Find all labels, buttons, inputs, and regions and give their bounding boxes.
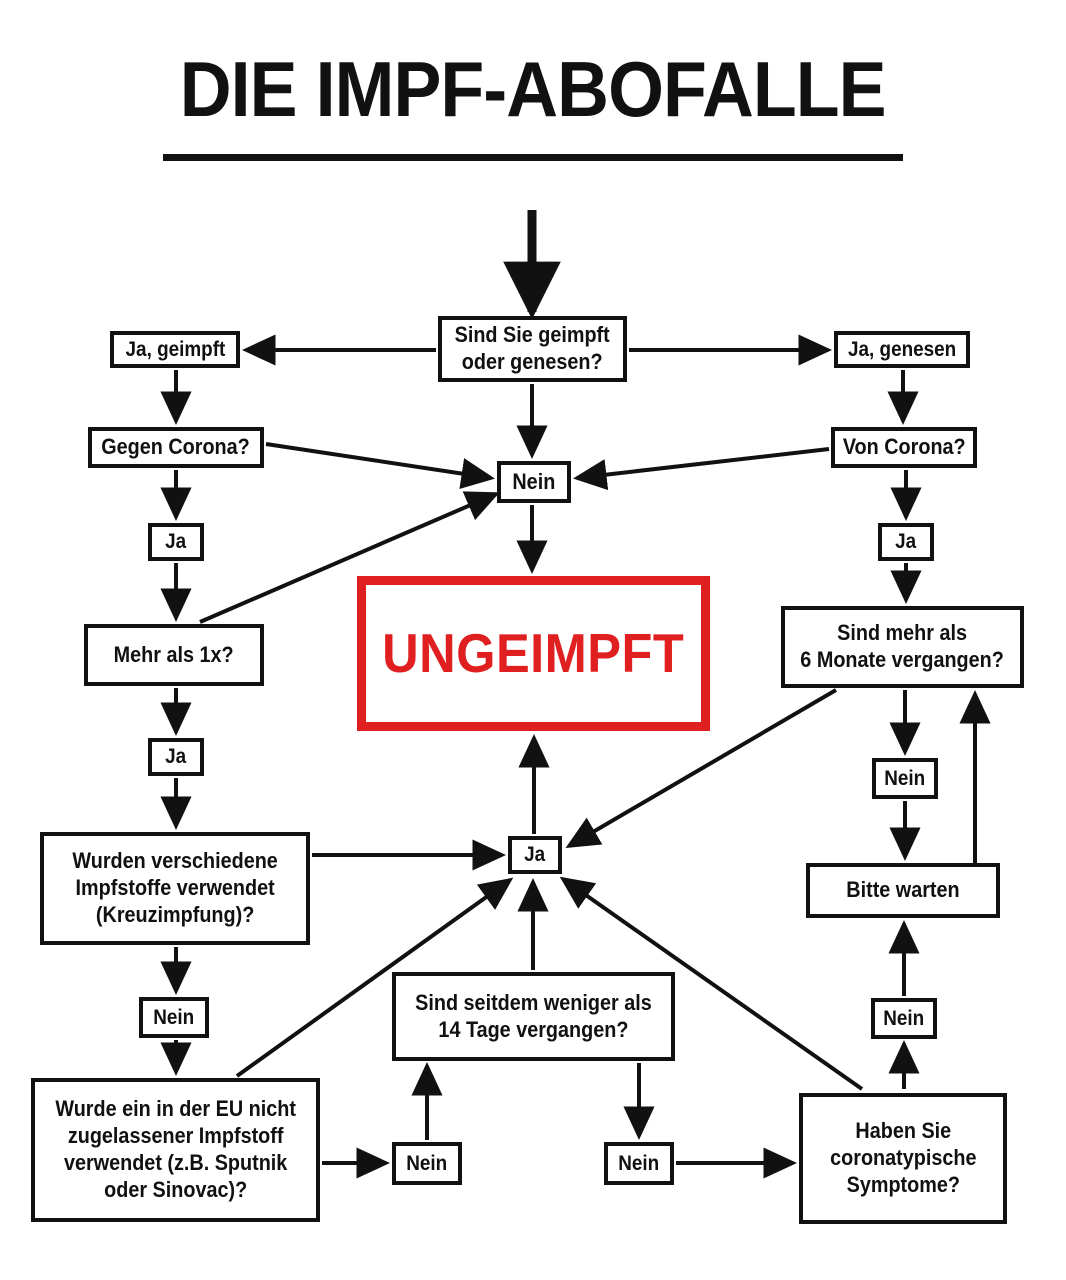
node-eu-impfstoff-label: Wurde ein in der EU nicht zugelassener I… xyxy=(55,1096,296,1202)
node-start-label: Sind Sie geimpft oder genesen? xyxy=(454,322,611,374)
node-sechs-monate[interactable]: Sind mehr als 6 Monate vergangen? xyxy=(781,606,1024,688)
node-symptome-label: Haben Sie coronatypische Symptome? xyxy=(829,1118,977,1197)
node-vierzehn-tage[interactable]: Sind seitdem weniger als 14 Tage vergang… xyxy=(392,972,675,1061)
node-sechs-monate-label: Sind mehr als 6 Monate vergangen? xyxy=(800,620,1005,672)
node-ja-right-1[interactable]: Ja xyxy=(878,523,934,561)
node-gegen-corona-label: Gegen Corona? xyxy=(101,434,251,460)
node-von-corona-label: Von Corona? xyxy=(842,434,966,460)
node-nein-right-1-label: Nein xyxy=(884,766,926,790)
node-eu-impfstoff[interactable]: Wurde ein in der EU nicht zugelassener I… xyxy=(31,1078,320,1222)
node-kreuzimpfung-label: Wurden verschiedene Impfstoffe verwendet… xyxy=(72,848,278,927)
edge-gegen-nein xyxy=(265,442,495,490)
node-ja-geimpft[interactable]: Ja, geimpft xyxy=(110,331,240,368)
node-ungeimpft-result[interactable]: UNGEIMPFT xyxy=(357,576,710,731)
node-nein-left-2[interactable]: Nein xyxy=(139,997,209,1038)
node-ungeimpft-label: UNGEIMPFT xyxy=(382,622,685,684)
title-underline xyxy=(163,154,903,161)
node-mehr-als-1x[interactable]: Mehr als 1x? xyxy=(84,624,264,686)
node-nein-top[interactable]: Nein xyxy=(497,461,571,503)
node-ja-left-1[interactable]: Ja xyxy=(148,523,204,561)
node-nein-bottom-1-label: Nein xyxy=(406,1151,448,1175)
node-bitte-warten[interactable]: Bitte warten xyxy=(806,863,1000,918)
node-nein-bottom-1[interactable]: Nein xyxy=(392,1142,462,1185)
node-ja-genesen[interactable]: Ja, genesen xyxy=(834,331,970,368)
node-von-corona[interactable]: Von Corona? xyxy=(831,427,977,468)
page-title-wrap: DIE IMPF-ABOFALLE xyxy=(0,45,1066,133)
node-nein-right-1[interactable]: Nein xyxy=(872,758,938,799)
node-vierzehn-tage-label: Sind seitdem weniger als 14 Tage vergang… xyxy=(415,989,652,1042)
node-nein-bottom-2[interactable]: Nein xyxy=(604,1142,674,1185)
node-nein-right-2-label: Nein xyxy=(883,1006,925,1030)
node-nein-left-2-label: Nein xyxy=(153,1005,195,1029)
node-ja-right-1-label: Ja xyxy=(895,530,917,554)
node-ja-left-2[interactable]: Ja xyxy=(148,738,204,776)
node-nein-bottom-2-label: Nein xyxy=(618,1151,660,1175)
node-mehr-als-1x-label: Mehr als 1x? xyxy=(114,641,234,667)
edge-bitte-6monate xyxy=(959,690,998,882)
node-ja-center-label: Ja xyxy=(524,843,546,867)
node-symptome[interactable]: Haben Sie coronatypische Symptome? xyxy=(799,1093,1007,1224)
node-ja-center[interactable]: Ja xyxy=(508,836,562,874)
node-ja-left-1-label: Ja xyxy=(165,530,187,554)
node-gegen-corona[interactable]: Gegen Corona? xyxy=(88,427,264,468)
edge-von-nein xyxy=(573,447,830,491)
node-start[interactable]: Sind Sie geimpft oder genesen? xyxy=(438,316,627,382)
node-nein-right-2[interactable]: Nein xyxy=(871,998,937,1039)
node-ja-genesen-label: Ja, genesen xyxy=(847,337,957,361)
node-nein-top-label: Nein xyxy=(512,468,556,494)
node-ja-geimpft-label: Ja, geimpft xyxy=(125,337,225,361)
page-title: DIE IMPF-ABOFALLE xyxy=(180,45,887,133)
node-bitte-warten-label: Bitte warten xyxy=(846,877,960,903)
node-ja-left-2-label: Ja xyxy=(165,745,187,769)
node-kreuzimpfung[interactable]: Wurden verschiedene Impfstoffe verwendet… xyxy=(40,832,310,945)
